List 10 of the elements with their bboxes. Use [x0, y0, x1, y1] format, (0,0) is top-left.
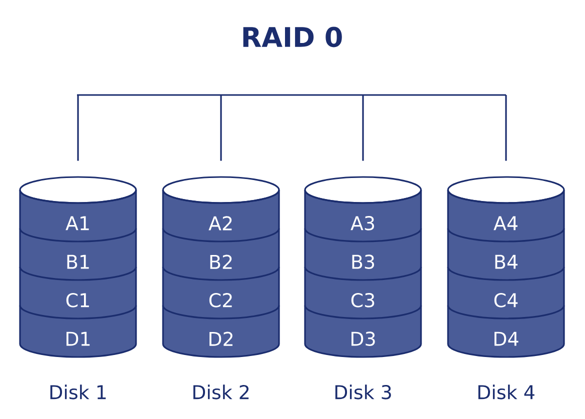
connector-line: [77, 95, 79, 161]
disk-label: Disk 3: [335, 384, 391, 400]
title: RAID 0: [243, 26, 342, 48]
disk-label: Disk 2: [193, 384, 249, 400]
connector-line: [220, 95, 222, 161]
disk-label: Disk 4: [478, 384, 534, 400]
connector-line: [505, 95, 507, 161]
disk-label: Disk 1: [50, 384, 106, 400]
bus-line: [77, 94, 506, 96]
connector-line: [362, 95, 364, 161]
